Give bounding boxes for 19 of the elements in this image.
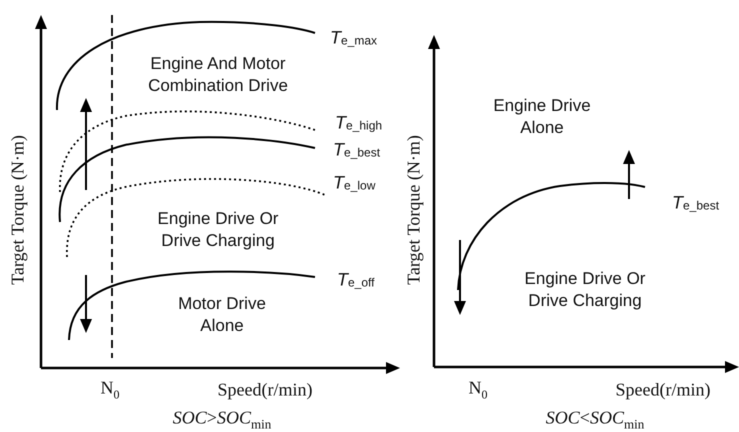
- axis-title: Speed(r/min): [218, 380, 312, 400]
- condition-label: SOC>SOC$_{min}$: [172, 408, 272, 432]
- curve-label: T$_{e_low}$: [333, 172, 376, 194]
- curve-label: T$_{e_off}$: [337, 270, 374, 290]
- region-label: Engine And Motor Combination Drive: [147, 53, 289, 97]
- curve-label: T$_{e_max}$: [330, 28, 378, 48]
- region-label: Motor Drive Alone: [177, 293, 267, 337]
- axis-title: Target Torque (N·m): [404, 135, 424, 285]
- region-label: Engine Drive Or Drive Charging: [156, 208, 280, 252]
- curve-label: T$_{e_best}$: [333, 140, 380, 160]
- tick-label: N$_{0}$: [468, 378, 488, 402]
- axis-title: Speed(r/min): [616, 380, 710, 400]
- condition-label: SOC<SOC$_{min}$: [546, 408, 644, 432]
- region-label: Engine Drive Or Drive Charging: [524, 268, 646, 312]
- tick-label: N$_{0}$: [100, 378, 120, 402]
- region-label: Engine Drive Alone: [492, 95, 592, 139]
- curve-label: T$_{e_best}$: [672, 192, 720, 214]
- axis-title: Target Torque (N·m): [8, 135, 28, 285]
- curve-label: T$_{e_high}$: [335, 112, 382, 134]
